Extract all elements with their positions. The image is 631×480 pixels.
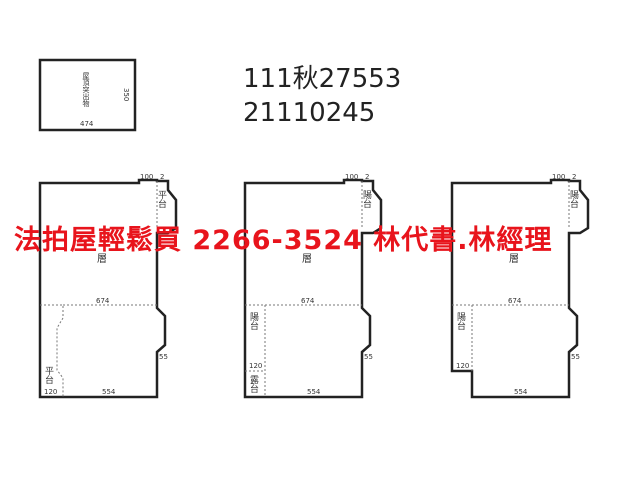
room-label: 層 xyxy=(509,253,519,265)
room-label: 層 xyxy=(302,253,312,265)
terrace-label: 露台 xyxy=(248,375,259,394)
advertisement-banner: 法拍屋輕鬆買 2266-3524 林代書.林經理 xyxy=(14,225,553,256)
dim-bottom: 554 xyxy=(307,388,321,396)
upper-balcony-label: 平台 xyxy=(156,190,167,209)
dim-top-small: 2 xyxy=(365,173,369,181)
dim-top-small: 2 xyxy=(160,173,164,181)
roof-plan-label: 屋頂突出物 xyxy=(82,72,90,108)
dim-corner: 120 xyxy=(44,388,57,396)
roof-plan-depth: 350 xyxy=(122,88,130,101)
lower-balcony-label: 陽台 xyxy=(248,312,259,331)
lower-balcony-label: 平台 xyxy=(43,366,54,385)
dim-right: 55 xyxy=(159,353,168,361)
floor-plan-2: 100 2 陽台 層 674 55 陽台 120 露台 554 xyxy=(243,173,383,399)
room-label: 層 xyxy=(97,253,107,265)
dim-corner: 120 xyxy=(249,362,262,370)
dim-bottom: 554 xyxy=(514,388,528,396)
roof-plan-width: 474 xyxy=(80,120,94,128)
reference-number-1: 111秋27553 xyxy=(243,64,402,94)
upper-balcony-label: 陽台 xyxy=(568,190,579,209)
upper-balcony-label: 陽台 xyxy=(361,190,372,209)
dim-corner: 120 xyxy=(456,362,469,370)
dim-top: 100 xyxy=(140,173,153,181)
floor-plan-3: 100 2 陽台 層 674 55 陽台 120 554 xyxy=(450,173,590,399)
dim-mid: 674 xyxy=(508,297,522,305)
lower-balcony-label: 陽台 xyxy=(455,312,466,331)
floor-plan-1: 100 2 平台 層 674 55 平台 120 554 xyxy=(38,173,178,399)
dim-right: 55 xyxy=(571,353,580,361)
dim-top: 100 xyxy=(345,173,358,181)
dim-top: 100 xyxy=(552,173,565,181)
reference-number-2: 21110245 xyxy=(243,98,376,128)
dim-bottom: 554 xyxy=(102,388,116,396)
dim-mid: 674 xyxy=(301,297,315,305)
roof-plan: 屋頂突出物 474 350 xyxy=(38,58,137,132)
dim-mid: 674 xyxy=(96,297,110,305)
dim-top-small: 2 xyxy=(572,173,576,181)
dim-right: 55 xyxy=(364,353,373,361)
